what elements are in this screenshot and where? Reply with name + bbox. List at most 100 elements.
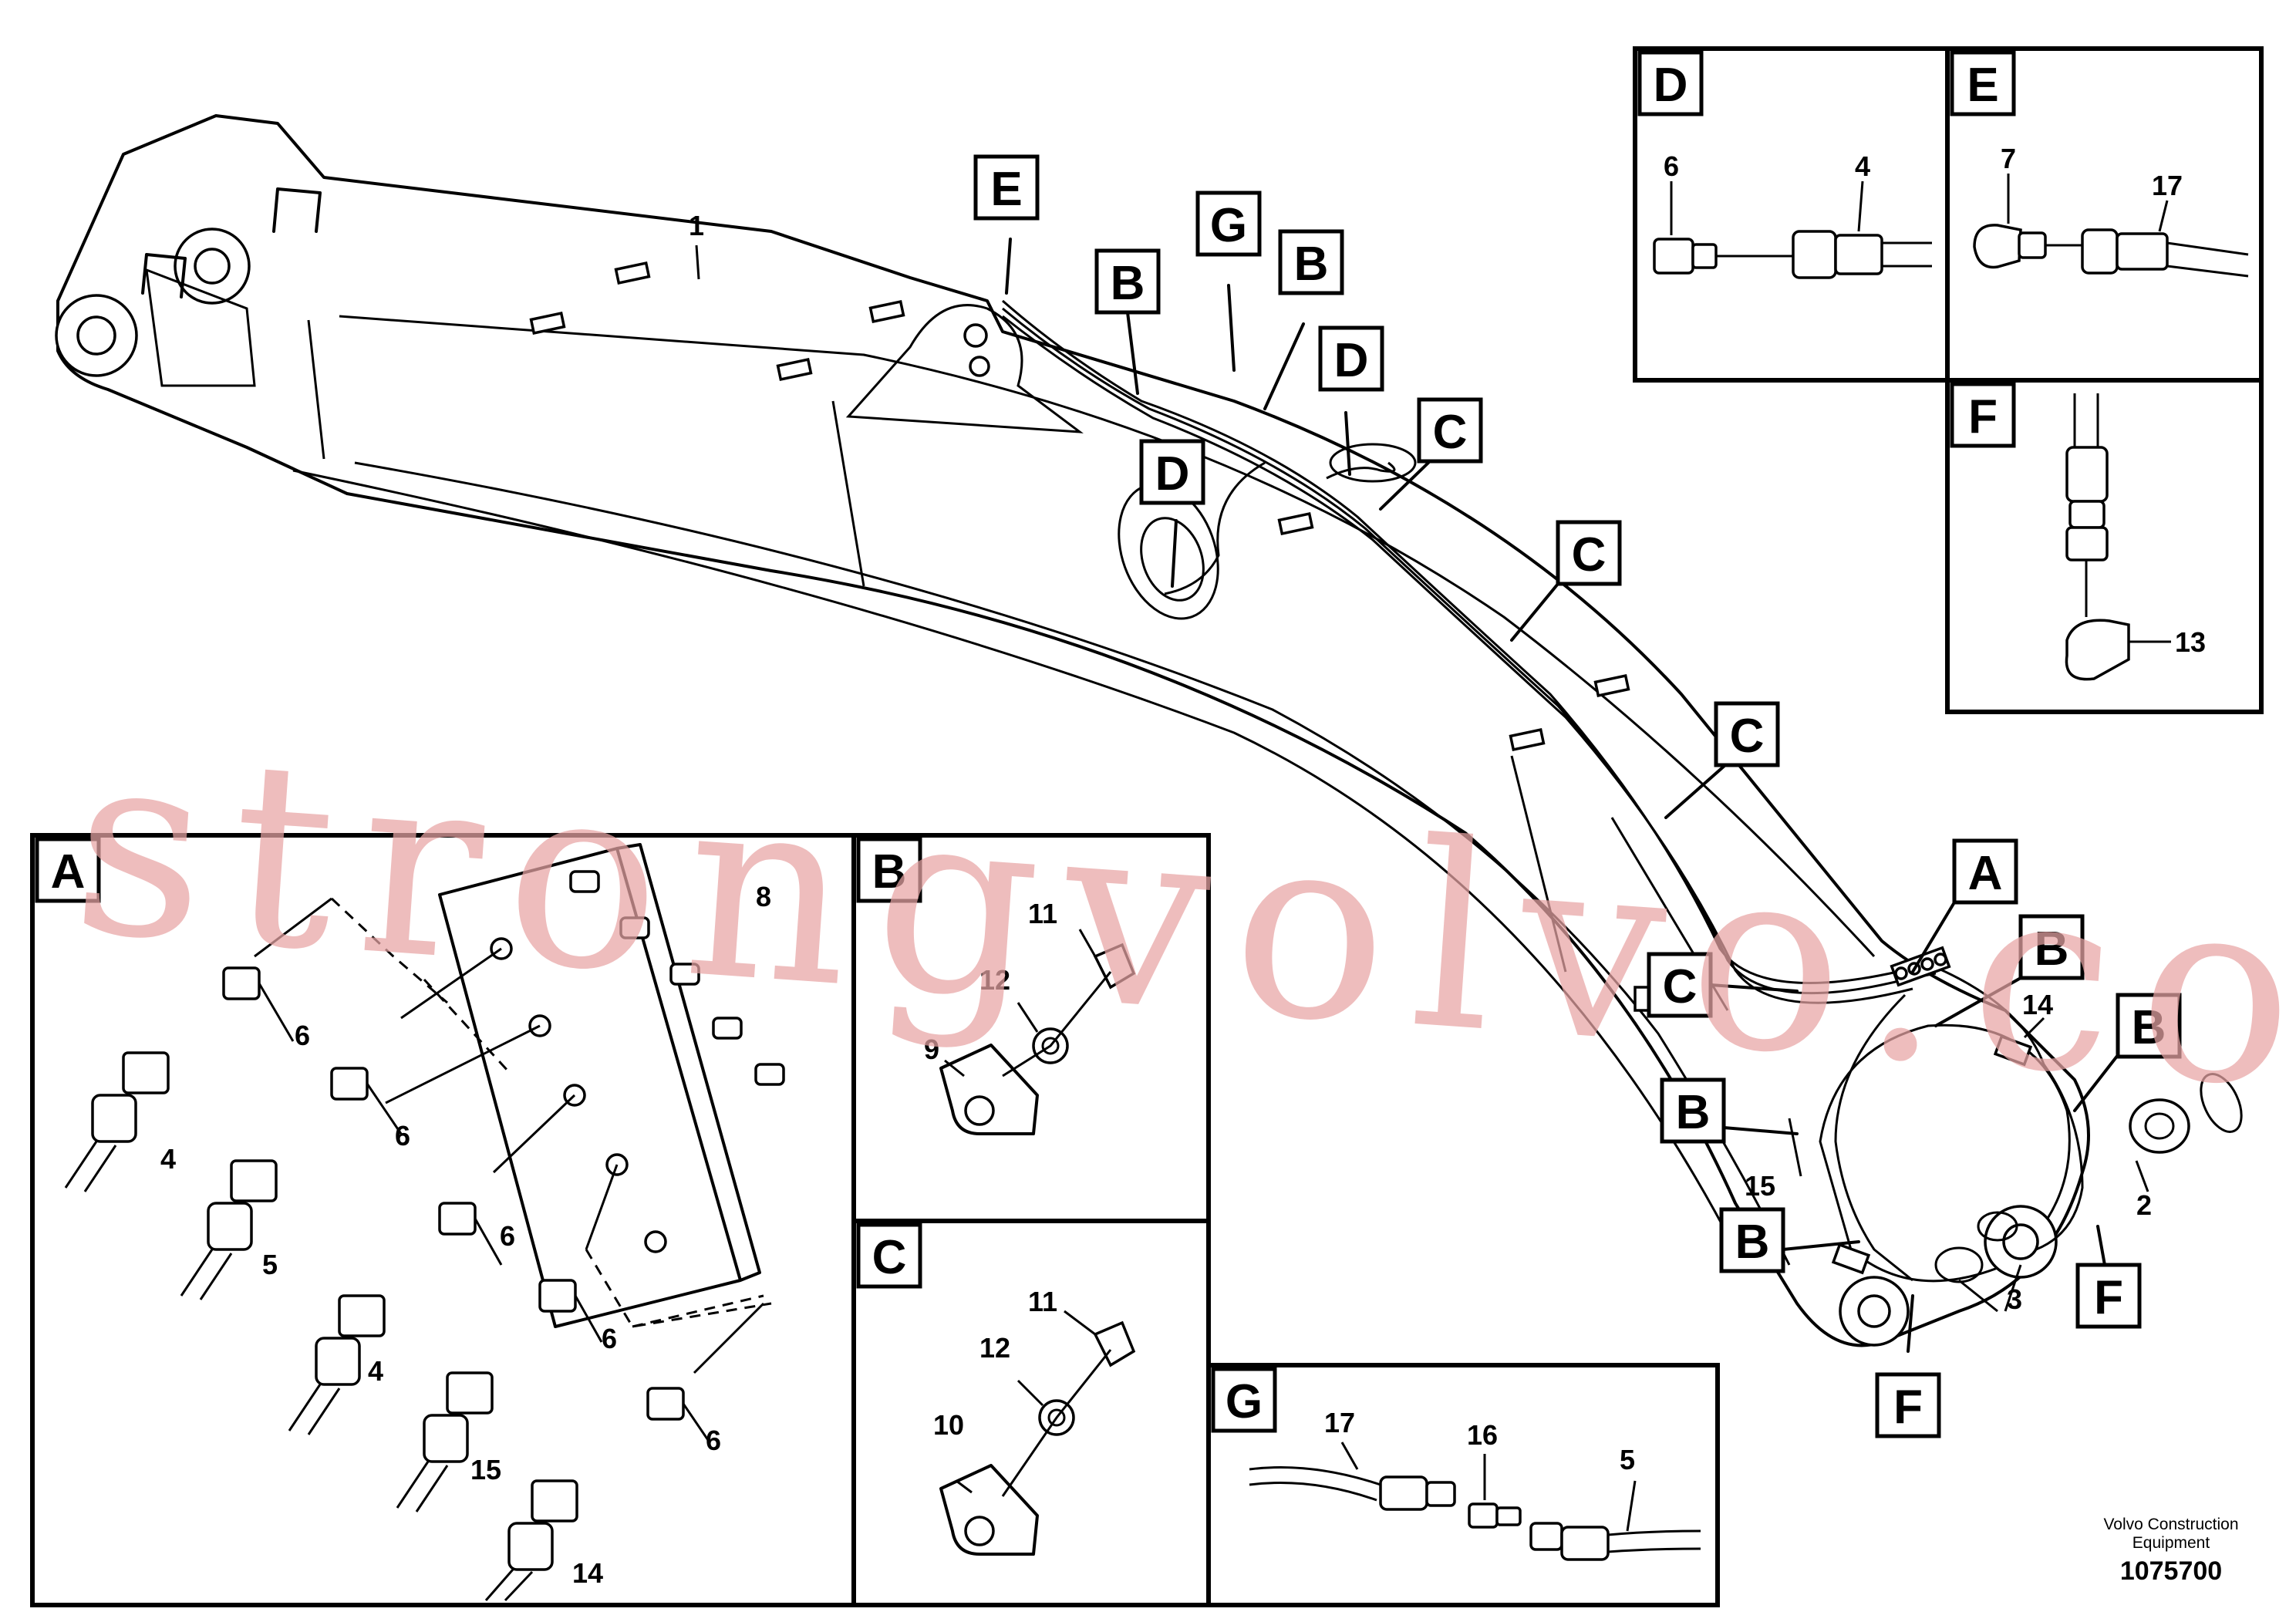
svg-text:G: G (1210, 199, 1247, 252)
shim-ring (1934, 1246, 1984, 1283)
leader-2 (2135, 1160, 2149, 1192)
elbow-13 (2065, 619, 2130, 681)
boom-top-edge (339, 315, 1876, 958)
boom-end-pin-1-bore (2002, 1223, 2039, 1260)
callout-B: B (1094, 248, 1161, 315)
part-label-2: 2 (2136, 1189, 2152, 1221)
svg-text:C: C (1730, 710, 1765, 763)
spacer-part (2129, 1098, 2190, 1154)
callout-C: C (1647, 952, 1713, 1018)
svg-text:B: B (872, 845, 907, 899)
callout-A: A (1952, 838, 2018, 905)
hose-end-row (91, 1051, 578, 1571)
boom-side-ellipse-inner (1140, 517, 1205, 602)
callout-leaders (1005, 238, 2119, 1353)
o-ring-part (2200, 1073, 2243, 1133)
detail-E-label-7: 7 (2001, 143, 2016, 174)
manifold-A (1890, 946, 1951, 987)
detail-B-label-9: 9 (924, 1034, 939, 1065)
svg-text:C: C (1433, 406, 1468, 459)
detail-A-label-6e: 6 (706, 1425, 721, 1456)
detail-A-label-8: 8 (756, 881, 771, 912)
detail-panel-C: C 11 12 10 (851, 1219, 1211, 1607)
spacer-part-bore (2144, 1112, 2175, 1140)
detail-C-label-11: 11 (1028, 1286, 1057, 1317)
part-label-3: 3 (2007, 1283, 2022, 1315)
detail-panel-B: B 11 12 9 (851, 833, 1211, 1223)
svg-text:A: A (1968, 847, 2003, 900)
detail-panel-D: D 6 4 (1633, 46, 1950, 383)
detail-A-label-14: 14 (572, 1557, 603, 1589)
svg-text:C: C (1663, 960, 1698, 1013)
svg-text:F: F (1893, 1381, 1923, 1434)
callout-B: B (1278, 229, 1344, 295)
svg-text:D: D (1334, 334, 1369, 387)
cylinder-bracket (845, 304, 1084, 433)
leader-14 (2023, 1017, 2045, 1039)
svg-text:B: B (1676, 1086, 1711, 1139)
bracket-pin-hole-1 (963, 323, 988, 348)
boom-foot-bracket (145, 268, 256, 387)
svg-text:B: B (2035, 922, 2069, 976)
detail-A-label-4b: 4 (368, 1355, 383, 1387)
boom-hose-end-lower (1834, 993, 1913, 1282)
manifold-block (438, 843, 761, 1328)
detail-A-label-6b: 6 (395, 1120, 410, 1152)
callout-C: C (1714, 701, 1780, 767)
detail-panel-A: A (30, 833, 856, 1607)
detail-panel-E: E 7 17 (1945, 46, 2264, 383)
elbow-7 (1973, 224, 2022, 269)
boom-foot-pin-upper-bore (194, 248, 231, 285)
boom-hose-3 (1002, 315, 1913, 1004)
svg-text:C: C (872, 1231, 907, 1284)
boom-seam-1 (307, 319, 325, 460)
hose-end-4 (1792, 230, 1837, 279)
detail-A-label-5: 5 (262, 1249, 278, 1280)
boom-drawing: 1 14 15 2 3 (55, 114, 2243, 1353)
detail-G-label-17: 17 (1324, 1407, 1355, 1438)
svg-text:B: B (1111, 257, 1145, 310)
callout-E: E (973, 154, 1040, 221)
svg-text:C: C (1572, 528, 1607, 582)
part-label-1: 1 (689, 210, 704, 241)
detail-A-label-6d: 6 (602, 1323, 617, 1354)
fitting-6 (1653, 238, 1694, 275)
clamp-10 (939, 1464, 1039, 1556)
detail-A-label-6c: 6 (500, 1220, 515, 1252)
detail-D-label-4: 4 (1855, 150, 1870, 182)
callout-D: D (1318, 325, 1384, 392)
leader-3b (2004, 1264, 2022, 1312)
boom-seam-3 (1510, 755, 1567, 973)
svg-text:F: F (2094, 1271, 2123, 1324)
detail-G-label-5: 5 (1620, 1444, 1635, 1475)
detail-B-label-12: 12 (979, 964, 1010, 996)
detail-G-label-16: 16 (1467, 1419, 1498, 1451)
detail-E-label-17: 17 (2152, 170, 2183, 201)
svg-text:B: B (1735, 1216, 1770, 1269)
detail-C-label-12: 12 (979, 1332, 1010, 1364)
callout-G: G (1195, 191, 1262, 257)
boom-foot-pin-left-bore (76, 315, 116, 356)
hose-17 (1249, 1466, 1381, 1486)
boom-seam-2 (831, 400, 865, 587)
detail-panel-F: F 13 (1945, 378, 2264, 714)
svg-text:D: D (1654, 59, 1688, 112)
detail-A-label-4a: 4 (160, 1143, 176, 1175)
clamp-9 (939, 1044, 1039, 1135)
company-line-2: Equipment (2132, 1534, 2210, 1552)
boom-end-pin-2-bore (1857, 1294, 1891, 1328)
bracket-pin-hole-2 (969, 356, 990, 377)
fitting-5 (1529, 1522, 1563, 1551)
boom-hose-2 (1002, 307, 1937, 995)
callout-D: D (1139, 439, 1205, 505)
part-label-15: 15 (1745, 1170, 1775, 1202)
shim-ring-2 (1977, 1211, 2018, 1242)
detail-A-label-15: 15 (470, 1454, 501, 1485)
svg-text:F: F (1968, 390, 1998, 443)
svg-text:B: B (2132, 1001, 2166, 1054)
hose-17 (2166, 241, 2249, 256)
callout-F: F (1875, 1372, 1941, 1438)
fitting-17 (1379, 1475, 1428, 1511)
callout-B: B (1719, 1207, 1785, 1273)
